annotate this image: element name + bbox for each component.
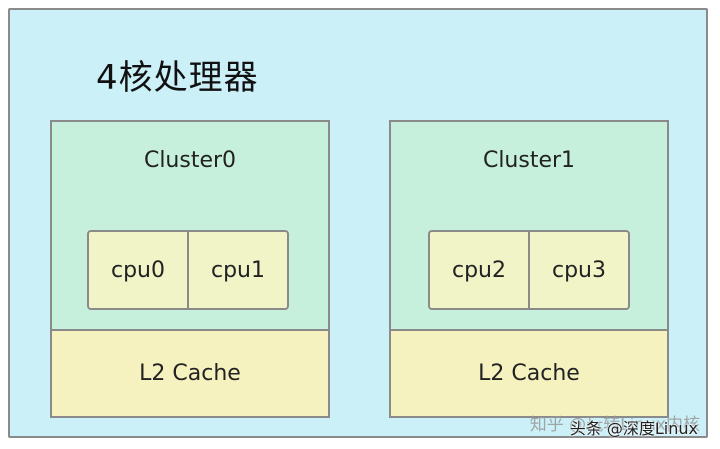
diagram-title: 4核处理器 bbox=[96, 58, 259, 98]
cluster-0: Cluster0 cpu0 cpu1 L2 Cache bbox=[50, 120, 330, 418]
cluster-0-l2-cache: L2 Cache bbox=[52, 329, 328, 416]
cpu3-box: cpu3 bbox=[528, 232, 628, 308]
toutiao-watermark: 头条 @深度Linux bbox=[569, 419, 698, 438]
cluster-1-body: Cluster1 cpu2 cpu3 bbox=[391, 122, 667, 333]
cluster-0-body: Cluster0 cpu0 cpu1 bbox=[52, 122, 328, 333]
cluster-0-cpu-group: cpu0 cpu1 bbox=[87, 230, 289, 310]
zhihu-watermark: 知乎 @玩转Linux内核 bbox=[529, 415, 700, 435]
cpu0-box: cpu0 bbox=[110, 257, 165, 283]
cluster-1-label: Cluster1 bbox=[482, 148, 576, 173]
cluster-1-cpu-group: cpu2 cpu3 bbox=[428, 230, 630, 310]
cluster-1-l2-cache: L2 Cache bbox=[391, 329, 667, 416]
processor-frame: 4核处理器 Cluster0 cpu0 cpu1 L2 Cache Cluste… bbox=[8, 8, 708, 438]
cluster-0-label: Cluster0 bbox=[143, 148, 237, 173]
cpu1-box: cpu1 bbox=[187, 232, 287, 308]
cpu2-box: cpu2 bbox=[451, 257, 506, 283]
cluster-1: Cluster1 cpu2 cpu3 L2 Cache bbox=[389, 120, 669, 418]
